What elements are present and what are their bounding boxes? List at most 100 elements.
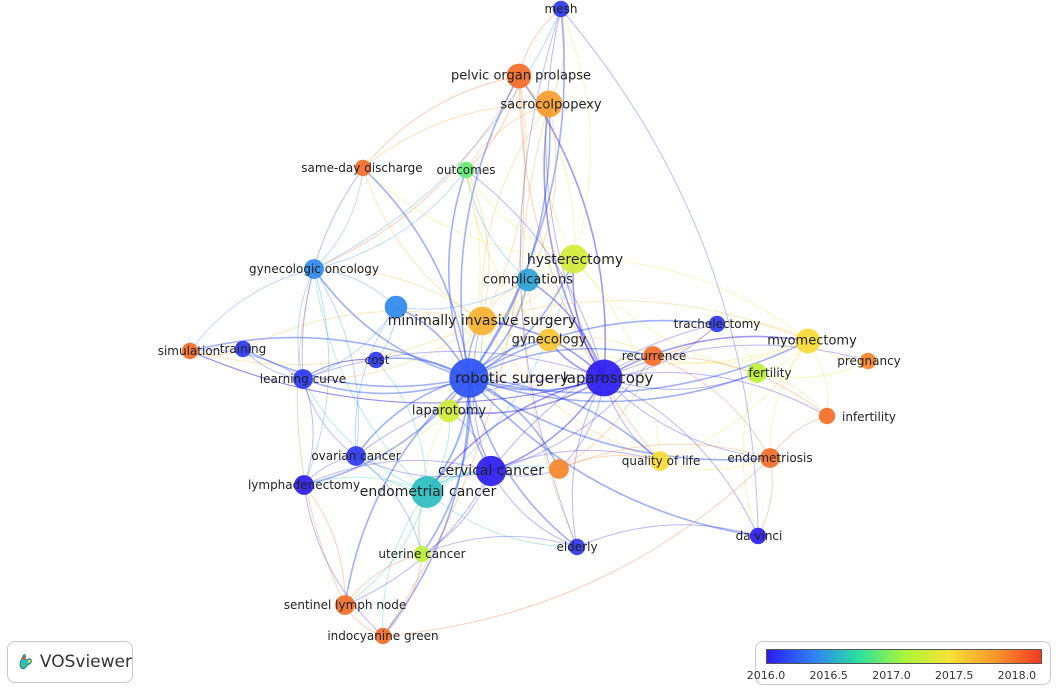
node-trach[interactable]	[708, 315, 726, 333]
node-gyn[interactable]	[537, 328, 561, 352]
network-link	[189, 268, 315, 352]
network-link	[313, 268, 470, 379]
nodes-layer	[181, 0, 877, 645]
node-label-outcomes: outcomes	[437, 163, 496, 177]
node-label-endo: endometriosis	[727, 451, 812, 465]
network-link	[375, 359, 428, 493]
network-link	[560, 8, 759, 537]
network-link	[421, 535, 578, 555]
network-link	[426, 491, 578, 548]
network-link	[465, 169, 529, 281]
node-infert[interactable]	[818, 407, 836, 425]
node-endo[interactable]	[760, 448, 780, 468]
node-myo[interactable]	[795, 328, 821, 354]
network-link	[490, 449, 661, 472]
node-recur[interactable]	[643, 346, 663, 366]
network-link	[313, 169, 467, 270]
node-elderly[interactable]	[568, 538, 586, 556]
node-label-sacro: sacrocolpopexy	[500, 98, 602, 113]
node-icg[interactable]	[374, 627, 392, 645]
node-label-sim: simulation	[158, 344, 221, 358]
network-link	[603, 377, 759, 537]
network-link	[518, 75, 575, 260]
node-training[interactable]	[234, 340, 252, 358]
node-orange[interactable]	[549, 459, 569, 479]
network-link	[756, 360, 869, 379]
vosviewer-logo-icon	[19, 654, 32, 670]
node-mis[interactable]	[467, 306, 497, 336]
network-link	[362, 167, 470, 379]
node-lc[interactable]	[293, 369, 313, 389]
network-link	[302, 378, 428, 493]
node-davinci[interactable]	[749, 527, 767, 545]
network-link	[573, 258, 661, 462]
network-link	[313, 8, 562, 270]
network-link	[303, 377, 470, 486]
network-link	[468, 377, 578, 548]
node-rs[interactable]	[449, 358, 489, 398]
node-pop[interactable]	[506, 63, 532, 89]
node-outcomes[interactable]	[457, 161, 475, 179]
network-link	[448, 377, 605, 415]
node-label-rs: robotic surgery	[455, 369, 569, 387]
network-link	[344, 470, 492, 606]
node-laparo[interactable]	[437, 399, 461, 423]
node-qol[interactable]	[650, 451, 670, 471]
network-link	[296, 268, 346, 606]
network-link	[659, 340, 809, 462]
legend-tick: 2016.0	[746, 669, 786, 682]
vosviewer-logo: VOSviewer	[7, 641, 133, 683]
network-link	[421, 377, 471, 555]
node-uc[interactable]	[413, 545, 431, 563]
node-ov[interactable]	[346, 446, 366, 466]
network-link	[465, 169, 490, 322]
network-link	[362, 75, 520, 169]
network-link	[426, 320, 483, 493]
node-lap[interactable]	[585, 359, 623, 397]
network-link	[652, 355, 828, 417]
network-link	[303, 459, 492, 486]
network-link	[603, 335, 809, 379]
node-fert[interactable]	[747, 363, 767, 383]
network-link	[355, 455, 423, 555]
network-link	[573, 258, 758, 374]
network-link	[468, 347, 654, 379]
node-sln[interactable]	[335, 595, 355, 615]
node-label-lc: learning curve	[260, 372, 346, 386]
node-anon[interactable]	[384, 295, 408, 319]
network-link	[382, 491, 428, 637]
node-lymph[interactable]	[294, 475, 314, 495]
node-sim[interactable]	[181, 342, 199, 360]
network-link	[344, 491, 428, 606]
node-label-uc: uterine cancer	[378, 547, 465, 561]
network-link	[548, 339, 809, 365]
node-label-icg: indocyanine green	[327, 629, 438, 643]
network-link	[189, 336, 470, 379]
network-link	[465, 169, 575, 260]
network-link	[571, 377, 605, 548]
color-legend: 2016.0 2016.5 2017.0 2017.5 2018.0	[747, 641, 1051, 685]
node-label-sameday: same-day discharge	[301, 161, 422, 175]
network-link	[189, 320, 483, 365]
node-sameday[interactable]	[354, 159, 372, 177]
network-link	[189, 349, 304, 380]
node-preg[interactable]	[859, 352, 877, 370]
node-label-compl: complications	[483, 273, 573, 288]
node-sacro[interactable]	[535, 90, 563, 118]
node-cost[interactable]	[367, 351, 385, 369]
node-compl[interactable]	[516, 268, 540, 292]
network-link	[603, 377, 771, 459]
network-link	[355, 410, 450, 457]
node-gynonc[interactable]	[304, 259, 324, 279]
node-mesh[interactable]	[552, 0, 570, 18]
node-hyst[interactable]	[559, 244, 589, 274]
node-cc[interactable]	[475, 455, 507, 487]
network-link	[652, 355, 771, 459]
network-link	[548, 336, 654, 357]
node-label-lymph: lymphadenectomy	[248, 478, 360, 492]
node-ec[interactable]	[411, 476, 443, 508]
network-link	[527, 103, 557, 281]
network-link	[362, 167, 575, 260]
network-link	[447, 169, 470, 379]
